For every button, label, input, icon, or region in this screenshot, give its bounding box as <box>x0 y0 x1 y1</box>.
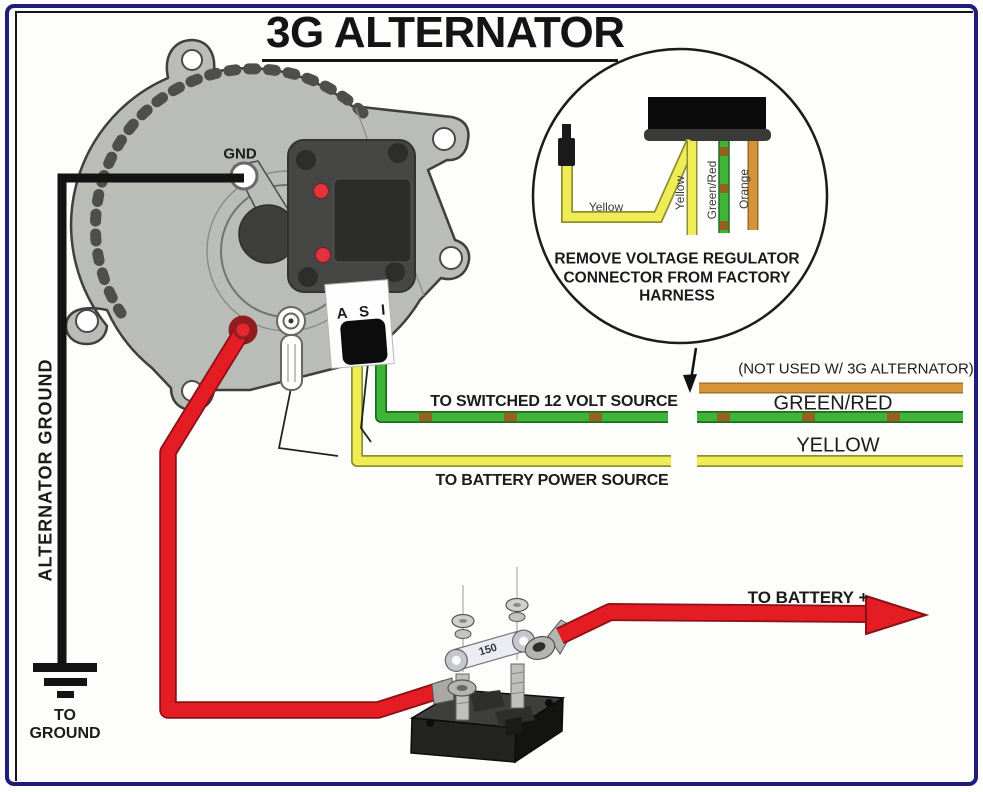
wire-terminal <box>558 138 575 166</box>
inset-orange-label: Orange <box>737 168 751 210</box>
stator-stud <box>276 306 306 336</box>
regulator-connector <box>644 97 771 141</box>
fuse-holder <box>409 567 576 764</box>
alternator-terminals <box>228 161 395 391</box>
inset-caption: REMOVE VOLTAGE REGULATOR CONNECTOR FROM … <box>554 250 800 305</box>
fuse-150 <box>444 629 536 672</box>
not-used-callout: (NOT USED W/ 3G ALTERNATOR) <box>738 360 974 378</box>
battery-power-callout: TO BATTERY POWER SOURCE <box>435 472 669 489</box>
vent-slots <box>89 63 369 319</box>
mount-hole <box>432 127 456 151</box>
green-red-wire-left <box>375 358 668 423</box>
inset-green-red-label: Green/Red <box>705 160 719 220</box>
stator-slot <box>280 334 303 391</box>
mount-hole <box>439 246 463 270</box>
battery-wire-red <box>556 594 930 645</box>
mount-hole <box>75 309 99 333</box>
down-arrow-icon <box>683 347 698 393</box>
harness-wires <box>697 382 963 467</box>
switched-source-callout: TO SWITCHED 12 VOLT SOURCE <box>430 393 678 410</box>
washer <box>451 597 529 639</box>
inset-yellow-label: Yellow <box>673 175 687 211</box>
gnd-label: GND <box>223 145 257 163</box>
alternator-ground-label: ALTERNATOR GROUND <box>35 358 56 582</box>
ground-wire <box>33 173 244 698</box>
red-indicator-dot <box>313 183 329 199</box>
red-indicator-dot <box>315 247 331 263</box>
inset-yellow-lead-label: Yellow <box>588 200 624 214</box>
inset-wires <box>558 124 759 235</box>
green-red-wire-label: GREEN/RED <box>773 392 893 415</box>
ring-terminal <box>431 677 477 705</box>
to-ground-label: TO GROUND <box>29 707 101 742</box>
battery-arrow-icon <box>865 594 930 636</box>
to-battery-label: TO BATTERY + <box>747 588 869 607</box>
ground-symbol-icon <box>33 663 97 698</box>
mount-hole <box>181 49 203 71</box>
alternator-output-wires <box>277 358 671 467</box>
voltage-regulator <box>287 139 416 293</box>
alternator <box>64 38 471 412</box>
page-title: 3G ALTERNATOR <box>262 8 625 62</box>
yellow-wire-left <box>351 360 671 467</box>
inset-circle <box>531 47 829 393</box>
asi-connector-plug <box>324 279 395 369</box>
output-wire-red <box>159 320 450 719</box>
yellow-wire-label: YELLOW <box>796 434 880 457</box>
